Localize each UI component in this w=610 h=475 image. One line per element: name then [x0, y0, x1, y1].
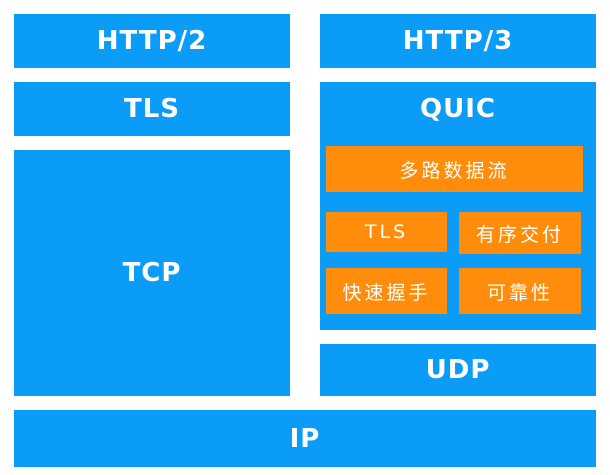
udp-layer: UDP	[320, 344, 596, 396]
quic-tls: TLS	[326, 212, 447, 252]
quic-fast-handshake: 快速握手	[326, 268, 447, 314]
quic-streams: 多路数据流	[326, 146, 583, 192]
quic-ordered-delivery-label: 有序交付	[475, 223, 564, 246]
http2-label: HTTP/2	[96, 26, 208, 56]
quic-title: QUIC	[420, 94, 496, 124]
quic-layer: QUIC 多路数据流 TLS 有序交付 快速握手 可靠性	[320, 82, 596, 330]
tcp-label: TCP	[122, 258, 182, 288]
quic-streams-label: 多路数据流	[399, 159, 510, 182]
http2-layer: HTTP/2	[14, 14, 290, 68]
tcp-layer: TCP	[14, 150, 290, 396]
http3-layer: HTTP/3	[320, 14, 596, 68]
quic-reliability-label: 可靠性	[486, 281, 553, 304]
quic-ordered-delivery: 有序交付	[459, 212, 581, 254]
ip-label: IP	[289, 423, 321, 454]
udp-label: UDP	[425, 355, 491, 385]
quic-tls-label: TLS	[364, 221, 409, 243]
tls-layer-left: TLS	[14, 82, 290, 136]
quic-fast-handshake-label: 快速握手	[342, 281, 431, 304]
http3-label: HTTP/3	[402, 26, 514, 56]
ip-layer: IP	[14, 410, 596, 467]
quic-reliability: 可靠性	[459, 268, 581, 314]
tls-label-left: TLS	[123, 94, 181, 124]
